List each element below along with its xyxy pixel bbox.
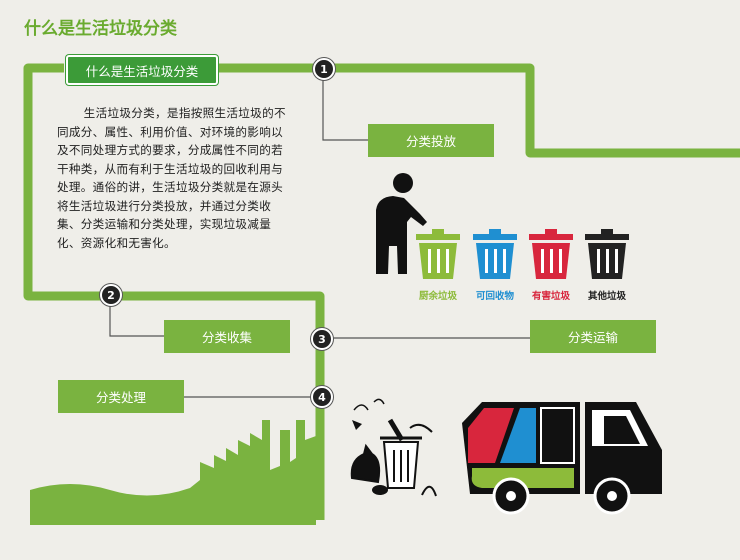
step-1-badge: 1 (313, 58, 335, 80)
flow-path-top (214, 63, 740, 158)
bin-hazardous-icon (529, 229, 573, 279)
bin-kitchen-icon (416, 229, 460, 279)
truck-icon (462, 402, 662, 515)
step-label-sort-treatment: 分类处理 (58, 380, 184, 413)
step-label-sort-disposal: 分类投放 (368, 124, 494, 157)
page-title: 什么是生活垃圾分类 (24, 19, 177, 39)
bin-label-kitchen: 厨余垃圾 (418, 291, 457, 302)
step-label-sort-transport: 分类运输 (530, 320, 656, 353)
trash-icon (350, 398, 437, 497)
connector-lines (109, 78, 530, 398)
bin-recyclable-icon (473, 229, 517, 279)
bin-other-icon (585, 229, 629, 279)
bin-label-recyclable: 可回收物 (475, 291, 514, 302)
bin-label-other: 其他垃圾 (587, 291, 626, 302)
step-2-badge: 2 (100, 284, 122, 306)
step-3-badge: 3 (311, 328, 333, 350)
person-icon (376, 173, 427, 274)
factory-silhouette (30, 420, 316, 525)
step-4-badge: 4 (311, 386, 333, 408)
bin-label-hazardous: 有害垃圾 (531, 291, 570, 302)
header-label: 什么是生活垃圾分类 (66, 55, 218, 85)
flow-path (23, 63, 325, 520)
description-text: 生活垃圾分类，是指按照生活垃圾的不同成分、属性、利用价值、对环境的影响以及不同处… (57, 106, 286, 250)
step-label-sort-collection: 分类收集 (164, 320, 290, 353)
bins-group (416, 229, 629, 279)
